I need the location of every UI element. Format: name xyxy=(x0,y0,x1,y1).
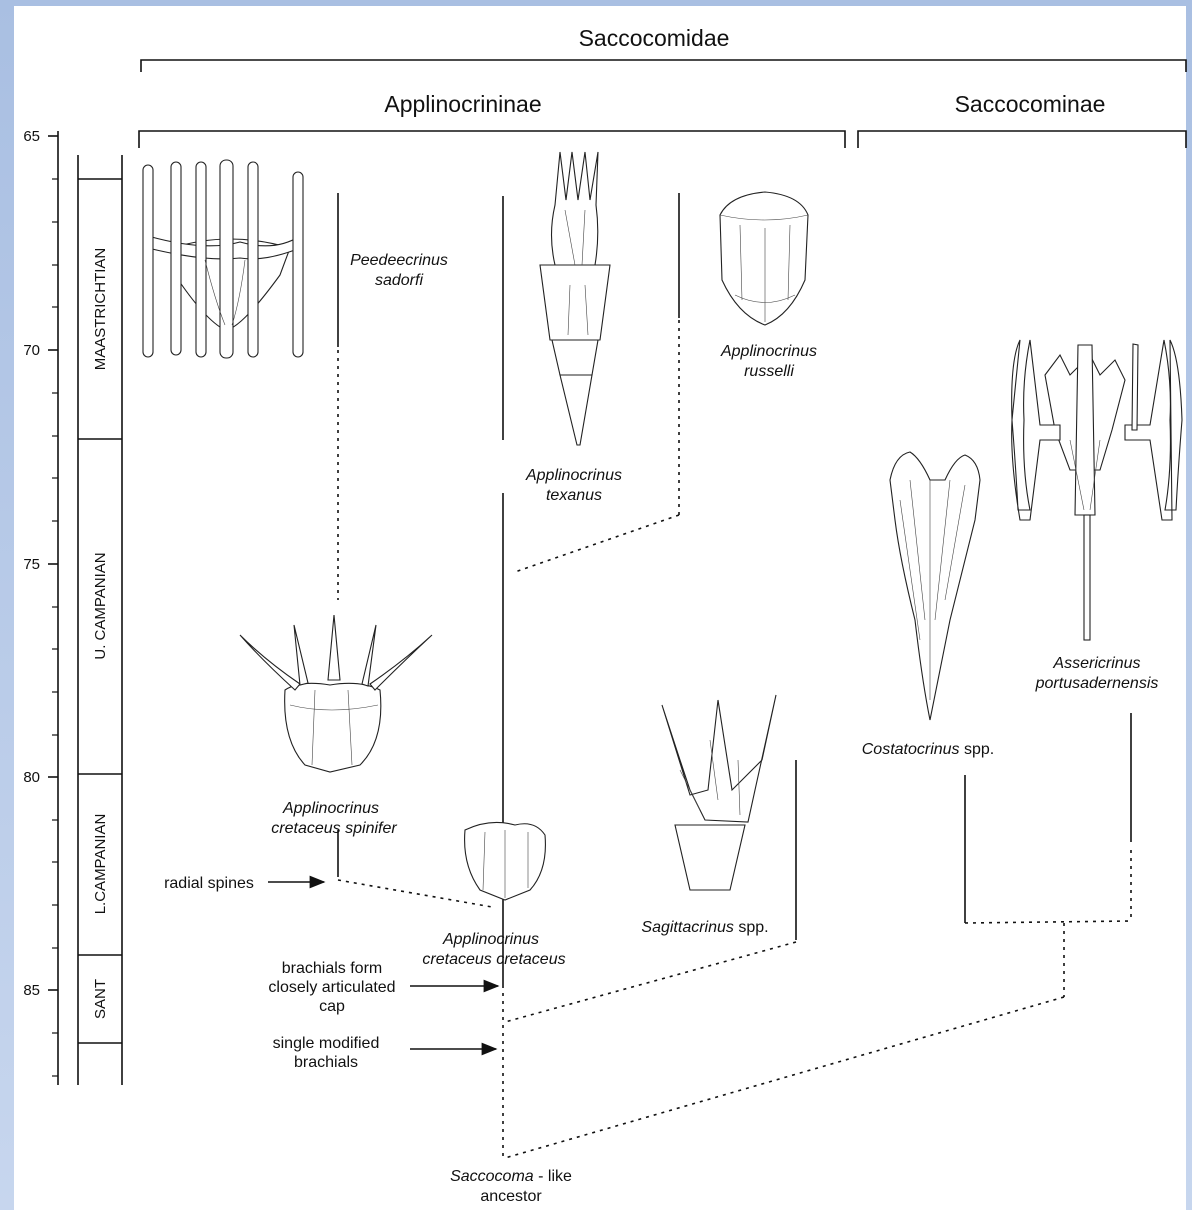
label-texanus-line2: texanus xyxy=(546,487,602,504)
age-tick-85: 85 xyxy=(23,982,40,999)
family-bracket xyxy=(141,60,1186,72)
label-peedeecrinus-line2: sadorfi xyxy=(375,272,423,289)
age-tick-70: 70 xyxy=(23,342,40,359)
label-cretaceus-line1: Applinocrinus xyxy=(442,931,539,948)
stage-sant: SANT xyxy=(92,979,109,1019)
label-ancestor-line1: Saccocoma - like xyxy=(450,1168,572,1185)
label-costatocrinus: Costatocrinus spp. xyxy=(862,741,995,758)
stage-maastrichtian: MAASTRICHTIAN xyxy=(92,248,109,371)
subfamily-header-applinocrininae: Applinocrininae xyxy=(384,91,541,117)
age-tick-65: 65 xyxy=(23,128,40,145)
cretaceus-fossil xyxy=(465,822,546,900)
sagittacrinus-fossil xyxy=(662,695,776,890)
stage-u-campanian: U. CAMPANIAN xyxy=(92,552,109,659)
family-header: Saccocomidae xyxy=(579,25,730,51)
label-peedeecrinus-line1: Peedeecrinus xyxy=(350,252,448,269)
label-sagittacrinus: Sagittacrinus spp. xyxy=(641,919,768,936)
label-russelli-line1: Applinocrinus xyxy=(720,343,817,360)
stage-l-campanian: L.CAMPANIAN xyxy=(92,814,109,915)
annotation-cap-line3: cap xyxy=(319,998,345,1015)
texanus-fossil xyxy=(540,152,610,445)
annotation-single-line1: single modified xyxy=(273,1035,380,1052)
peedeecrinus-fossil xyxy=(143,160,303,358)
label-assericrinus-line2: portusadernensis xyxy=(1035,675,1159,692)
costatocrinus-fossil xyxy=(890,452,980,720)
annotation-cap-line2: closely articulated xyxy=(268,979,395,996)
annotation-radial-spines: radial spines xyxy=(164,875,254,892)
age-tick-75: 75 xyxy=(23,556,40,573)
label-texanus-line1: Applinocrinus xyxy=(525,467,622,484)
annotation-single-line2: brachials xyxy=(294,1054,358,1071)
applinocrininae-bracket xyxy=(139,131,845,148)
age-axis: 65 70 75 80 85 xyxy=(23,128,58,1085)
label-assericrinus-line1: Assericrinus xyxy=(1052,655,1140,672)
label-ancestor-line2: ancestor xyxy=(480,1188,542,1205)
spinifer-fossil xyxy=(240,615,432,772)
label-cretaceus-line2: cretaceus cretaceus xyxy=(422,951,565,968)
stage-column: MAASTRICHTIAN U. CAMPANIAN L.CAMPANIAN S… xyxy=(78,155,122,1085)
age-tick-80: 80 xyxy=(23,769,40,786)
saccocominae-bracket xyxy=(858,131,1186,148)
label-russelli-line2: russelli xyxy=(744,363,794,380)
assericrinus-fossil xyxy=(1012,340,1182,640)
russelli-fossil xyxy=(720,192,808,325)
label-spinifer-line1: Applinocrinus xyxy=(282,800,379,817)
annotation-cap-line1: brachials form xyxy=(282,960,382,977)
label-spinifer-line2: cretaceus spinifer xyxy=(271,820,397,837)
subfamily-header-saccocominae: Saccocominae xyxy=(955,91,1106,117)
